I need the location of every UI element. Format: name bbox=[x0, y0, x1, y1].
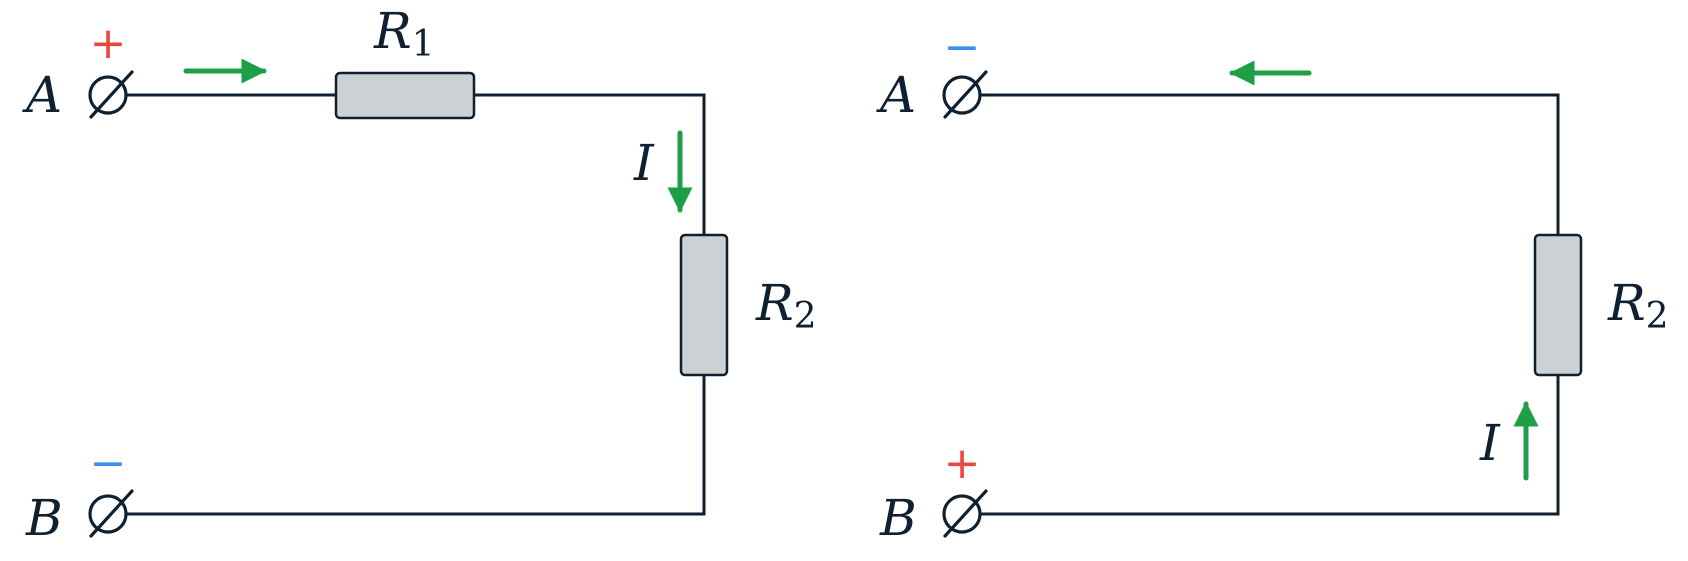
terminal-circle-icon bbox=[942, 494, 982, 534]
left-terminal-a bbox=[88, 70, 134, 119]
r2-subscript: 2 bbox=[794, 296, 817, 337]
r2-symbol: R bbox=[1607, 274, 1646, 332]
left-circuit: A B + − R1 R2 I bbox=[22, 2, 817, 547]
terminal-slash-icon bbox=[943, 489, 988, 538]
right-circuit: A B − + R2 I bbox=[876, 22, 1669, 547]
left-current-label: I bbox=[633, 134, 655, 192]
left-terminal-a-polarity: + bbox=[90, 18, 127, 69]
r2-symbol: R bbox=[755, 274, 794, 332]
right-terminal-b bbox=[942, 489, 988, 538]
right-resistor-r2 bbox=[1533, 233, 1583, 377]
left-terminal-b bbox=[88, 489, 134, 538]
right-terminal-a bbox=[942, 70, 988, 119]
terminal-slash-icon bbox=[89, 489, 134, 538]
right-current-label: I bbox=[1479, 414, 1501, 472]
left-resistor-r1-label: R1 bbox=[373, 2, 435, 65]
right-terminal-a-polarity: − bbox=[944, 22, 981, 73]
right-resistor-r2-label: R2 bbox=[1607, 274, 1669, 337]
terminal-slash-icon bbox=[943, 70, 988, 119]
right-terminal-b-label: B bbox=[879, 489, 917, 547]
r1-symbol: R bbox=[373, 2, 412, 60]
right-terminal-a-label: A bbox=[876, 66, 916, 124]
terminal-circle-icon bbox=[88, 494, 128, 534]
left-terminal-b-polarity: − bbox=[90, 438, 127, 489]
left-resistor-r2-label: R2 bbox=[755, 274, 817, 337]
right-terminal-b-polarity: + bbox=[944, 438, 981, 489]
r2-subscript: 2 bbox=[1646, 296, 1669, 337]
terminal-circle-icon bbox=[942, 75, 982, 115]
left-resistor-r1 bbox=[334, 71, 476, 120]
r1-subscript: 1 bbox=[412, 24, 435, 65]
left-terminal-a-label: A bbox=[22, 66, 62, 124]
terminal-slash-icon bbox=[89, 70, 134, 119]
left-resistor-r2 bbox=[679, 233, 729, 377]
left-terminal-b-label: B bbox=[25, 489, 63, 547]
terminal-circle-icon bbox=[88, 75, 128, 115]
